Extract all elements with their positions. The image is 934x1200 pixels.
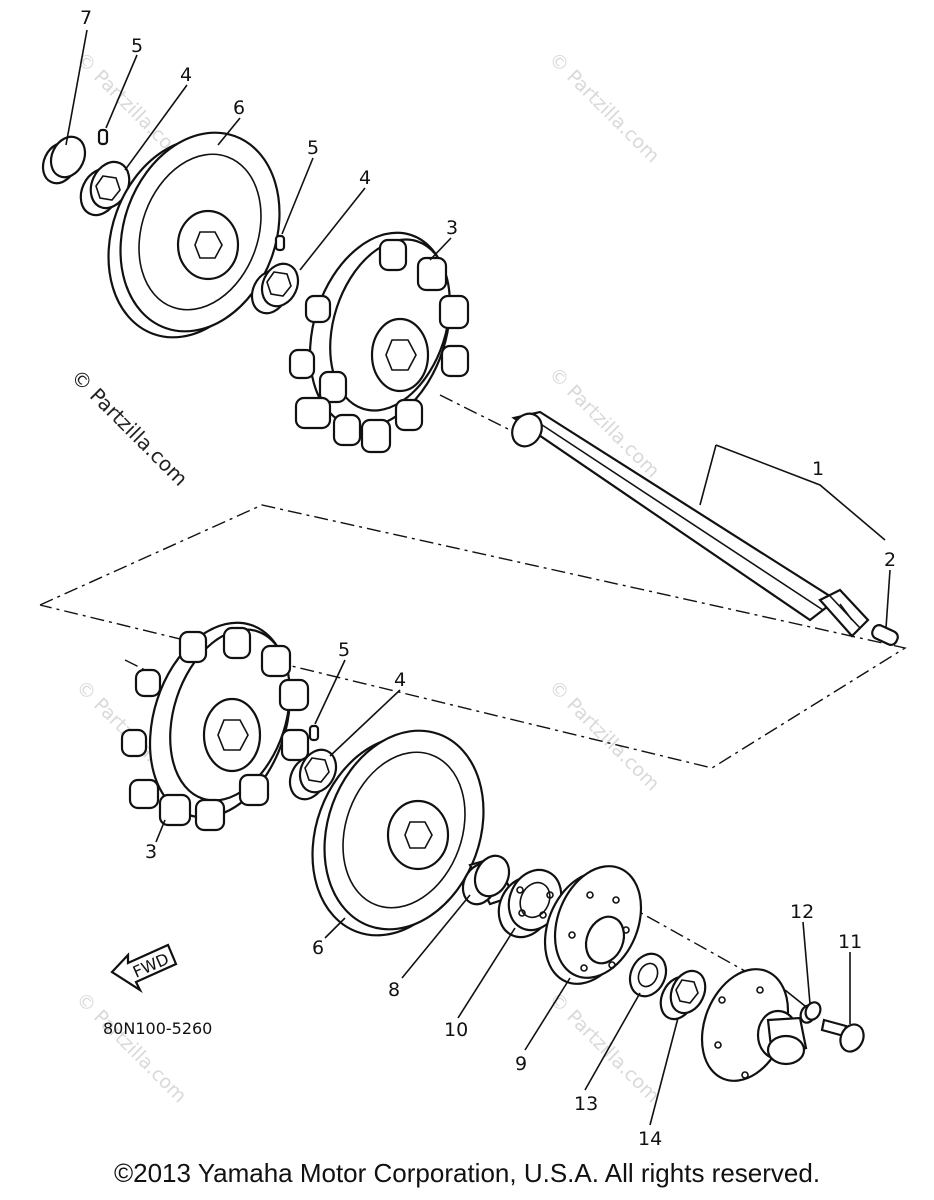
reference-hub [700,968,808,1082]
part-7-seal [41,135,87,185]
part-3-sprocket-lower [120,621,310,832]
part-5-collar-upper-mid [274,234,286,252]
callout-5: 5 [131,35,143,57]
forward-arrow-icon: FWD [110,943,178,994]
callout-13: 13 [574,1093,598,1115]
part-5-collar-lower [308,724,320,742]
diagram-code: 80N100-5260 [103,1019,212,1038]
callout-9: 9 [515,1053,527,1075]
callout-7: 7 [80,7,92,29]
part-11-bolt [820,1018,865,1053]
callout-5: 5 [307,137,319,159]
callout-12: 12 [790,901,814,923]
callout-3: 3 [145,841,157,863]
watermark: © Partzilla.com [544,48,663,167]
part-6-wheel-lower [311,729,485,937]
copyright-notice: ©2013 Yamaha Motor Corporation, U.S.A. A… [113,1158,821,1188]
leader-lines [65,29,891,1126]
callout-8: 8 [388,979,400,1001]
watermark: © Partzilla.com [544,988,663,1107]
forward-arrow-label: FWD [130,949,172,982]
part-5-collar-upper-left [97,128,109,146]
callout-4: 4 [180,64,192,86]
part-4-bearing-upper-mid [250,262,300,315]
part-6-wheel-upper [107,131,281,339]
part-10-ball-bearing [497,868,563,939]
part-12-nut [799,1001,822,1024]
callout-1: 1 [812,458,824,480]
part-3-sprocket-upper [288,231,470,454]
watermark: © Partzilla.com [544,676,663,795]
part-4-bearing-lower [288,748,338,801]
callout-labels: 7 5 4 6 5 4 3 1 2 5 4 3 6 8 10 9 13 14 1… [80,7,896,1150]
callout-5: 5 [338,639,350,661]
callout-4: 4 [394,669,406,691]
callout-10: 10 [444,1019,468,1041]
callout-4: 4 [359,167,371,189]
part-1-shaft [511,410,870,638]
callout-3: 3 [446,217,458,239]
callout-2: 2 [884,549,896,571]
part-14-nut [659,969,707,1021]
part-2-pin [871,624,899,646]
part-4-bearing-upper-left [79,160,131,217]
watermark-dark: © Partzilla.com [66,365,192,491]
part-9-flange-plate [543,865,643,985]
callout-14: 14 [638,1128,662,1150]
part-8-collar [461,854,516,906]
callout-6: 6 [233,97,245,119]
callout-6: 6 [312,937,324,959]
callout-11: 11 [838,931,862,953]
watermark: © Partzilla.com [71,988,190,1107]
